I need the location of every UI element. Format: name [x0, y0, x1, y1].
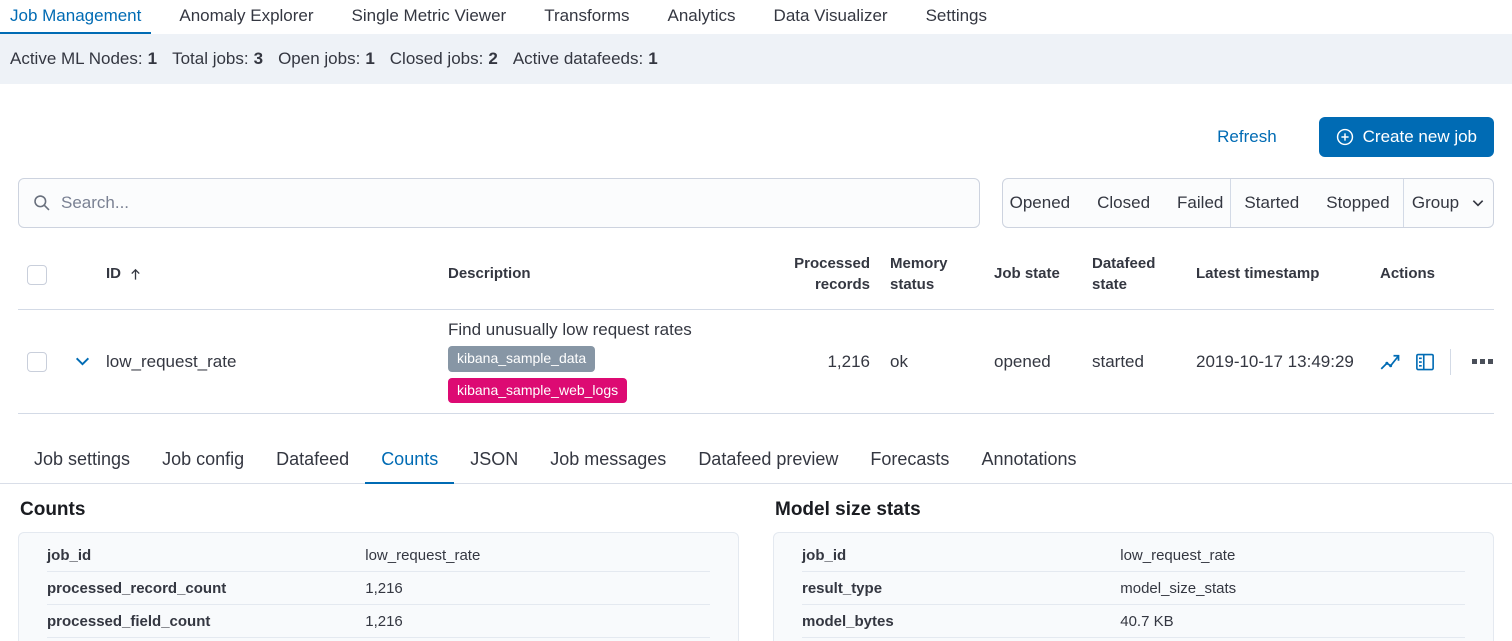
tab-counts[interactable]: Counts	[365, 436, 454, 484]
job-state-filters: Opened Closed Failed	[1003, 179, 1231, 227]
group-badge: kibana_sample_web_logs	[448, 378, 627, 404]
model-row-model-bytes: model_bytes 40.7 KB	[802, 605, 1465, 638]
tab-datafeed[interactable]: Datafeed	[260, 436, 365, 484]
tab-json[interactable]: JSON	[454, 436, 534, 484]
job-id-cell: low_request_rate	[106, 352, 448, 372]
tab-annotations[interactable]: Annotations	[965, 436, 1092, 484]
search-input[interactable]	[61, 193, 965, 213]
column-description: Description	[448, 264, 778, 284]
counts-sections: Counts job_id low_request_rate processed…	[0, 484, 1512, 641]
counts-row-processed-record-count: processed_record_count 1,216	[47, 572, 710, 605]
tab-job-settings[interactable]: Job settings	[18, 436, 146, 484]
counts-row-job-id: job_id low_request_rate	[47, 539, 710, 572]
tab-datafeed-preview[interactable]: Datafeed preview	[682, 436, 854, 484]
tab-job-messages[interactable]: Job messages	[534, 436, 682, 484]
column-job-state: Job state	[974, 264, 1072, 284]
column-actions: Actions	[1376, 264, 1494, 284]
latest-timestamp-cell: 2019-10-17 13:49:29	[1176, 352, 1376, 372]
job-row-low-request-rate: low_request_rate Find unusually low requ…	[18, 310, 1494, 414]
chevron-down-icon	[74, 353, 91, 370]
search-icon	[33, 194, 51, 212]
processed-records-cell: 1,216	[778, 352, 870, 372]
model-size-stats-panel: job_id low_request_rate result_type mode…	[773, 532, 1494, 641]
model-size-stats-section: Model size stats job_id low_request_rate…	[773, 484, 1494, 641]
filter-opened-button[interactable]: Opened	[1010, 193, 1071, 213]
row-checkbox[interactable]	[27, 352, 47, 372]
filter-failed-button[interactable]: Failed	[1177, 193, 1223, 213]
group-filter-dropdown[interactable]: Group	[1404, 179, 1493, 227]
tab-anomaly-explorer[interactable]: Anomaly Explorer	[169, 0, 323, 34]
counts-panel: job_id low_request_rate processed_record…	[18, 532, 739, 641]
sort-ascending-icon	[128, 267, 143, 282]
column-memory-status: Memory status	[870, 254, 974, 295]
jobs-table-header: ID Description Processed records Memory …	[18, 240, 1494, 310]
datafeed-state-filters: Started Stopped	[1231, 179, 1404, 227]
jobs-filter-bar: Opened Closed Failed Started Stopped Gro…	[0, 178, 1512, 228]
counts-row-processed-field-count: processed_field_count 1,216	[47, 605, 710, 638]
model-size-stats-title: Model size stats	[775, 499, 1494, 521]
tab-job-management[interactable]: Job Management	[0, 0, 151, 34]
job-description-text: Find unusually low request rates	[448, 320, 692, 340]
job-search-box	[18, 178, 980, 228]
column-latest-timestamp: Latest timestamp	[1176, 264, 1376, 284]
filter-started-button[interactable]: Started	[1244, 193, 1299, 213]
datafeed-state-cell: started	[1072, 352, 1176, 372]
column-id[interactable]: ID	[106, 264, 448, 284]
actions-cell	[1376, 349, 1494, 375]
tab-job-config[interactable]: Job config	[146, 436, 260, 484]
stat-total-jobs: Total jobs:3	[172, 49, 263, 69]
job-detail-tabs: Job settings Job config Datafeed Counts …	[0, 436, 1512, 484]
filter-stopped-button[interactable]: Stopped	[1326, 193, 1389, 213]
filter-closed-button[interactable]: Closed	[1097, 193, 1150, 213]
row-expander-button[interactable]	[58, 353, 106, 370]
counts-section: Counts job_id low_request_rate processed…	[18, 484, 739, 641]
tab-data-visualizer[interactable]: Data Visualizer	[764, 0, 898, 34]
row-checkbox-cell	[18, 352, 58, 372]
memory-status-cell: ok	[870, 352, 974, 372]
job-description-cell: Find unusually low request rates kibana_…	[448, 310, 778, 413]
refresh-button[interactable]: Refresh	[1217, 127, 1277, 147]
group-badge: kibana_sample_data	[448, 346, 595, 372]
stat-active-ml-nodes: Active ML Nodes:1	[10, 49, 157, 69]
open-single-metric-viewer-icon[interactable]	[1380, 352, 1400, 372]
job-state-cell: opened	[974, 352, 1072, 372]
plus-in-circle-icon	[1336, 128, 1354, 146]
tab-forecasts[interactable]: Forecasts	[854, 436, 965, 484]
job-state-filter-group: Opened Closed Failed Started Stopped Gro…	[1002, 178, 1494, 228]
open-anomaly-explorer-icon[interactable]	[1415, 352, 1435, 372]
more-actions-button[interactable]	[1466, 359, 1493, 364]
ml-top-nav: Job Management Anomaly Explorer Single M…	[0, 0, 1512, 34]
stat-active-datafeeds: Active datafeeds:1	[513, 49, 658, 69]
chevron-down-icon	[1471, 196, 1485, 210]
model-row-result-type: result_type model_size_stats	[802, 572, 1465, 605]
actions-divider	[1450, 349, 1451, 375]
model-row-job-id: job_id low_request_rate	[802, 539, 1465, 572]
column-datafeed-state: Datafeed state	[1072, 254, 1176, 295]
tab-transforms[interactable]: Transforms	[534, 0, 639, 34]
stat-closed-jobs: Closed jobs:2	[390, 49, 498, 69]
select-all-checkbox-cell	[18, 265, 58, 285]
counts-title: Counts	[20, 499, 739, 521]
jobs-toolbar: Refresh Create new job	[0, 117, 1512, 157]
column-processed-records: Processed records	[778, 254, 870, 295]
select-all-checkbox[interactable]	[27, 265, 47, 285]
tab-analytics[interactable]: Analytics	[658, 0, 746, 34]
tab-settings[interactable]: Settings	[916, 0, 997, 34]
job-stats-bar: Active ML Nodes:1 Total jobs:3 Open jobs…	[0, 34, 1512, 84]
jobs-table: ID Description Processed records Memory …	[18, 240, 1494, 414]
create-new-job-button[interactable]: Create new job	[1319, 117, 1494, 157]
tab-single-metric-viewer[interactable]: Single Metric Viewer	[342, 0, 517, 34]
stat-open-jobs: Open jobs:1	[278, 49, 375, 69]
